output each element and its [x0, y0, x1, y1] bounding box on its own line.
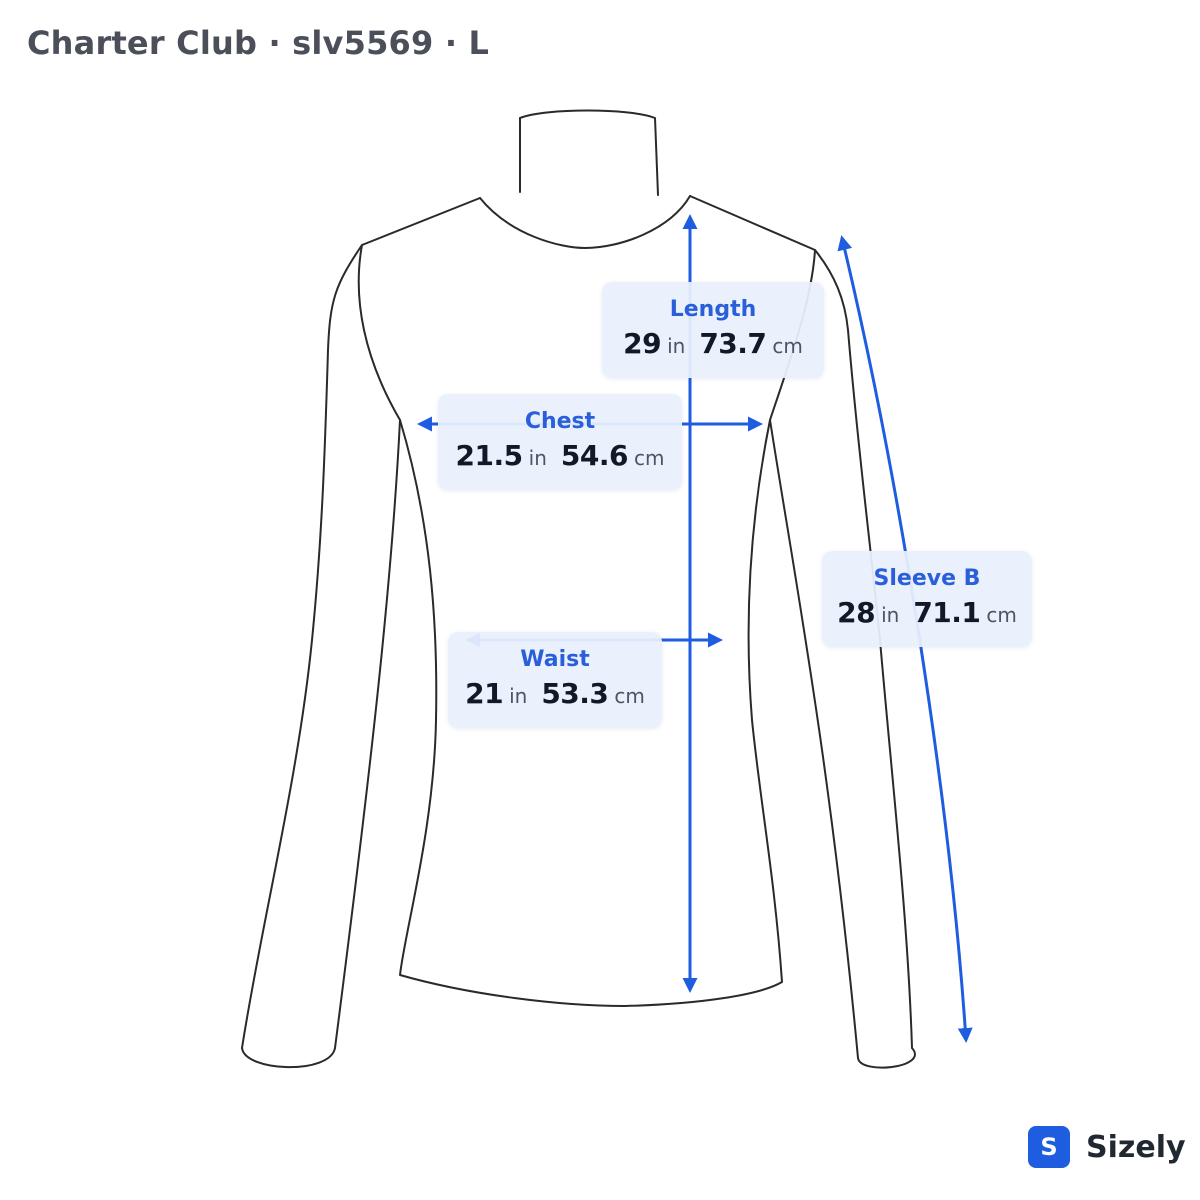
waist-cm: 53.3: [541, 677, 609, 710]
chest-in-unit: in: [528, 446, 547, 470]
waist-label: Waist: [520, 647, 590, 672]
waist-in-unit: in: [509, 684, 528, 708]
chest-cm-unit: cm: [633, 446, 665, 470]
sizely-logo-icon: S: [1028, 1126, 1070, 1168]
sleeve-inches: 28: [837, 596, 876, 629]
chest-inches: 21.5: [455, 439, 524, 472]
chest-cm: 54.6: [560, 439, 629, 472]
sleeve-label: Sleeve B: [873, 566, 981, 591]
sleeve-cm-unit: cm: [986, 603, 1017, 627]
sizely-logo: S Sizely: [1028, 1126, 1186, 1168]
length-in-unit: in: [667, 334, 686, 358]
length-label: Length: [669, 297, 757, 322]
waist-cm-unit: cm: [614, 684, 645, 708]
sleeve-cm: 71.1: [913, 596, 981, 629]
length-cm: 73.7: [699, 327, 767, 360]
length-inches: 29: [623, 327, 662, 360]
page-title: Charter Club · slv5569 · L: [27, 24, 490, 62]
sleeve-in-unit: in: [881, 603, 900, 627]
shirt-outline: [241, 109, 916, 1069]
sizely-brand-name: Sizely: [1086, 1129, 1186, 1165]
waist-inches: 21: [465, 677, 504, 710]
chest-label: Chest: [524, 409, 596, 434]
length-cm-unit: cm: [772, 334, 803, 358]
